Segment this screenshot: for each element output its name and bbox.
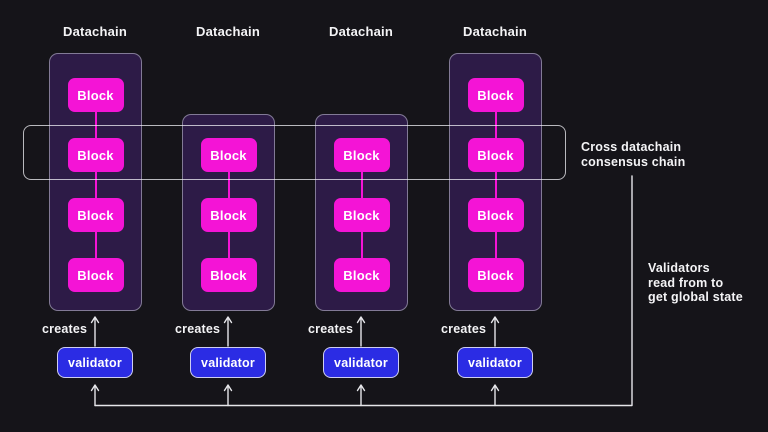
block: Block: [67, 258, 124, 292]
consensus-chain-label-line2: consensus chain: [581, 154, 686, 169]
block: Block: [200, 198, 257, 232]
consensus-chain-outline: [23, 125, 566, 180]
block: Block: [67, 78, 124, 112]
creates-arrow: [90, 316, 100, 347]
validator-arrow: [223, 384, 233, 407]
validator-arrow: [490, 384, 500, 407]
datachain-header-4: Datachain: [463, 24, 527, 39]
block-connector-line: [94, 95, 97, 275]
validators-note: Validators read from to get global state: [648, 261, 743, 305]
creates-arrow: [356, 316, 366, 347]
block: Block: [333, 198, 390, 232]
datachain-container-4: Block Block Block Block: [449, 53, 542, 311]
creates-label-3: creates: [308, 322, 354, 336]
datachain-header-1: Datachain: [63, 24, 127, 39]
block: Block: [67, 138, 124, 172]
consensus-chain-label: Cross datachain consensus chain: [581, 140, 685, 169]
validator-box-2: validator: [190, 347, 266, 378]
validator-box-3: validator: [323, 347, 399, 378]
consensus-chain-label-line1: Cross datachain: [581, 140, 682, 154]
block: Block: [333, 138, 390, 172]
block: Block: [67, 198, 124, 232]
block-connector-line: [494, 95, 497, 275]
validators-note-line1: Validators: [648, 261, 710, 275]
validators-note-line3: get global state: [648, 290, 743, 304]
creates-label-1: creates: [42, 322, 88, 336]
datachain-header-2: Datachain: [196, 24, 260, 39]
datachain-container-1: Block Block Block Block: [49, 53, 142, 311]
datachain-header-3: Datachain: [329, 24, 393, 39]
validator-box-4: validator: [457, 347, 533, 378]
block: Block: [467, 198, 524, 232]
block: Block: [200, 138, 257, 172]
validators-note-line2: read from to: [648, 275, 724, 290]
creates-label-2: creates: [175, 322, 221, 336]
validator-arrow: [356, 384, 366, 407]
creates-arrow: [490, 316, 500, 347]
block: Block: [200, 258, 257, 292]
block: Block: [467, 258, 524, 292]
creates-label-4: creates: [441, 322, 487, 336]
block: Block: [467, 138, 524, 172]
block: Block: [333, 258, 390, 292]
creates-arrow: [223, 316, 233, 347]
block: Block: [467, 78, 524, 112]
validator-box-1: validator: [57, 347, 133, 378]
validator-arrow: [90, 384, 100, 407]
